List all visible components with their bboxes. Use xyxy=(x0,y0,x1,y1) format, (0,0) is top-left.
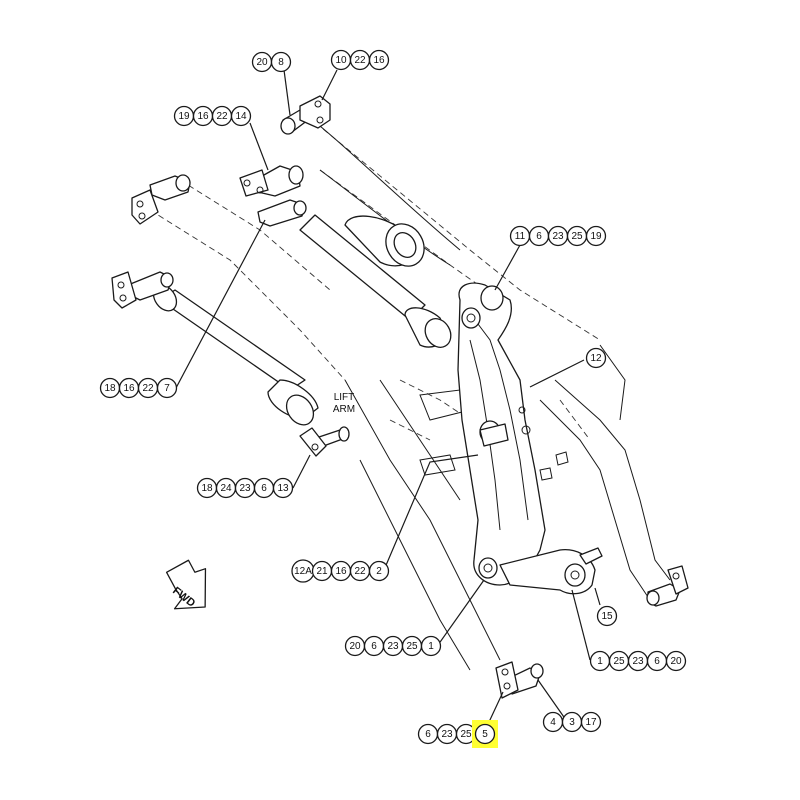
callout-number: 25 xyxy=(460,729,472,740)
callout-number: 6 xyxy=(371,641,377,652)
pin-14 xyxy=(239,165,304,197)
pin-upper-left-bracket xyxy=(131,174,191,225)
callout-number: 22 xyxy=(142,383,154,394)
callout-c13: 6 23 25 5 xyxy=(417,720,498,748)
pin-12a xyxy=(479,423,509,447)
callout-c2: 10 22 16 xyxy=(330,49,390,71)
callout-bubble[interactable] xyxy=(156,377,178,399)
callout-number: 6 xyxy=(425,729,431,740)
callout-number: 4 xyxy=(550,717,556,728)
forward-direction-arrow: FWD xyxy=(165,559,207,610)
callout-number: 2 xyxy=(376,566,382,577)
pin-left-bracket xyxy=(111,271,174,309)
callout-number: 23 xyxy=(387,641,399,652)
callout-number: 12A xyxy=(294,566,312,577)
callout-bubble[interactable] xyxy=(474,723,496,745)
callout-bubble[interactable] xyxy=(230,105,252,127)
callout-c1: 20 8 xyxy=(251,51,292,73)
callout-c5: 12 xyxy=(585,347,607,369)
callout-number: 20 xyxy=(670,656,682,667)
leader-lines xyxy=(175,69,601,723)
callout-number: 23 xyxy=(632,656,644,667)
callout-bubble[interactable] xyxy=(270,51,292,73)
callout-number: 20 xyxy=(349,641,361,652)
callout-number: 1 xyxy=(428,641,434,652)
callout-number: 23 xyxy=(552,231,564,242)
callout-c12: 4 3 17 xyxy=(542,711,602,733)
callout-number: 21 xyxy=(316,566,328,577)
callout-number: 16 xyxy=(335,566,347,577)
pin-top-20-8 xyxy=(280,95,331,135)
callout-number: 25 xyxy=(571,231,583,242)
callout-number: 6 xyxy=(261,483,267,494)
callout-number: 22 xyxy=(354,55,366,66)
callout-number: 6 xyxy=(536,231,542,242)
callout-bubble[interactable] xyxy=(585,347,607,369)
callout-c10: 20 6 23 25 1 xyxy=(344,635,442,657)
callout-number: 16 xyxy=(197,111,209,122)
callout-bubble[interactable] xyxy=(585,225,607,247)
callout-number: 6 xyxy=(654,656,660,667)
callout-number: 25 xyxy=(613,656,625,667)
callout-number: 25 xyxy=(406,641,418,652)
callout-bubble[interactable] xyxy=(420,635,442,657)
callout-c7: 18 24 23 6 13 xyxy=(196,477,294,499)
callout-number: 19 xyxy=(590,231,602,242)
callout-number: 22 xyxy=(216,111,228,122)
callout-c11: 1 25 23 6 20 xyxy=(589,650,687,672)
callout-number: 16 xyxy=(373,55,385,66)
callout-number: 1 xyxy=(597,656,603,667)
pin-7 xyxy=(257,199,307,227)
callout-c3: 19 16 22 14 xyxy=(173,105,252,127)
callout-number: 20 xyxy=(256,57,268,68)
callout-number: 22 xyxy=(354,566,366,577)
callout-bubble[interactable] xyxy=(596,605,618,627)
lower-link-15 xyxy=(499,547,603,595)
hydraulic-cylinder-left xyxy=(152,284,350,457)
pin-5 xyxy=(495,661,544,699)
callout-number: 24 xyxy=(220,483,232,494)
callout-number: 12 xyxy=(590,353,602,364)
callout-bubble[interactable] xyxy=(272,477,294,499)
callout-number: 17 xyxy=(585,717,597,728)
callout-number: 5 xyxy=(482,729,488,740)
callout-number: 11 xyxy=(515,231,526,242)
callout-number: 10 xyxy=(335,55,347,66)
hydraulic-cylinder-center xyxy=(299,214,452,348)
callout-bubble[interactable] xyxy=(368,560,390,582)
callout-number: 3 xyxy=(569,717,575,728)
callout-number: 14 xyxy=(235,111,247,122)
callout-number: 8 xyxy=(278,57,284,68)
callout-number: 18 xyxy=(201,483,213,494)
callout-number: 16 xyxy=(123,383,135,394)
callout-bubble[interactable] xyxy=(665,650,687,672)
pin-right-frame xyxy=(646,565,689,607)
callout-c4: 11 6 23 25 19 xyxy=(509,225,607,247)
callout-number: 7 xyxy=(164,383,170,394)
callout-number: 19 xyxy=(178,111,190,122)
lift-arm-label-line-1: LIFT xyxy=(334,392,355,403)
callout-c6: 18 16 22 7 xyxy=(99,377,178,399)
callout-number: 23 xyxy=(239,483,251,494)
lift-arm-label-line-2: ARM xyxy=(333,404,355,415)
callout-number: 15 xyxy=(601,611,613,622)
callout-c9: 15 xyxy=(596,605,618,627)
callout-number: 13 xyxy=(277,483,289,494)
callout-bubble[interactable] xyxy=(368,49,390,71)
callout-number: 23 xyxy=(441,729,453,740)
callout-bubble[interactable] xyxy=(580,711,602,733)
callout-number: 18 xyxy=(104,383,116,394)
